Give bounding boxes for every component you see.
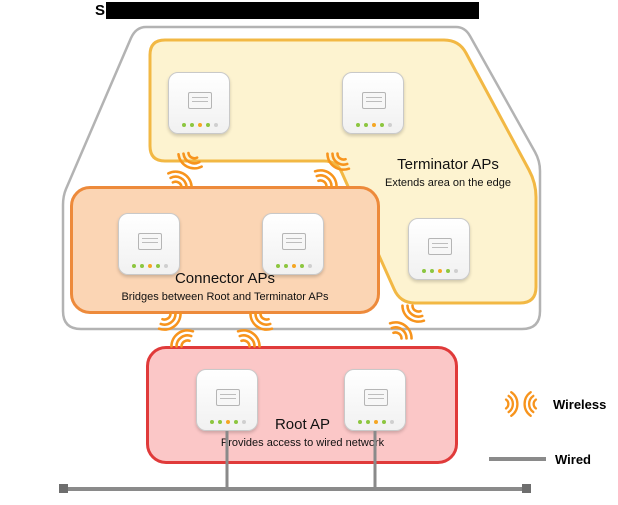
title-visible-text: S: [95, 2, 106, 19]
ap-label-plate: [282, 233, 306, 250]
wireless-link-icon: [310, 147, 354, 193]
root-ap-device-1: [196, 369, 258, 431]
legend-wireless-label: Wireless: [553, 397, 607, 412]
terminator-zone-description: Extends area on the edge: [385, 177, 511, 189]
root-zone-description: Provides access to wired network: [220, 437, 385, 449]
ap-status-leds: [358, 420, 394, 424]
ap-label-plate: [362, 92, 386, 109]
terminator-zone-title: Terminator APs: [397, 156, 499, 173]
ap-label-plate: [138, 233, 162, 250]
ap-status-leds: [210, 420, 246, 424]
wireless-link-icon: [164, 147, 206, 193]
ap-status-leds: [182, 123, 218, 127]
connector-zone-title: Connector APs: [174, 270, 276, 287]
root-ap-device-2: [344, 369, 406, 431]
ap-label-plate: [364, 389, 388, 406]
wireless-link-icon: [385, 299, 429, 345]
wireless-link-icon: [233, 307, 277, 353]
root-zone-title: Root AP: [274, 416, 331, 433]
ap-status-leds: [132, 264, 168, 268]
ap-label-plate: [188, 92, 212, 109]
ap-status-leds: [276, 264, 312, 268]
ap-label-plate: [428, 238, 452, 255]
terminator-ap-device-1: [168, 72, 230, 134]
wireless-link-icon: [154, 307, 198, 353]
connector-ap-device-1: [118, 213, 180, 275]
ap-status-leds: [356, 123, 392, 127]
terminator-ap-device-2: [342, 72, 404, 134]
terminator-zone-caption: Terminator APs Extends area on the edge: [358, 156, 538, 190]
diagram-title: S: [95, 2, 480, 19]
terminator-ap-device-3: [408, 218, 470, 280]
connector-zone-caption: Connector APs Bridges between Root and T…: [85, 270, 365, 304]
legend-wireless-icon: [504, 391, 538, 417]
connector-zone-description: Bridges between Root and Terminator APs: [121, 291, 329, 303]
ap-status-leds: [422, 269, 458, 273]
legend-wired-label: Wired: [555, 452, 591, 467]
ap-label-plate: [216, 389, 240, 406]
root-zone-caption: Root AP Provides access to wired network: [160, 416, 445, 450]
wired-bus-terminator-left: [59, 484, 68, 493]
wired-bus-terminator-right: [522, 484, 531, 493]
connector-ap-device-2: [262, 213, 324, 275]
title-redaction-bar: [106, 2, 480, 19]
